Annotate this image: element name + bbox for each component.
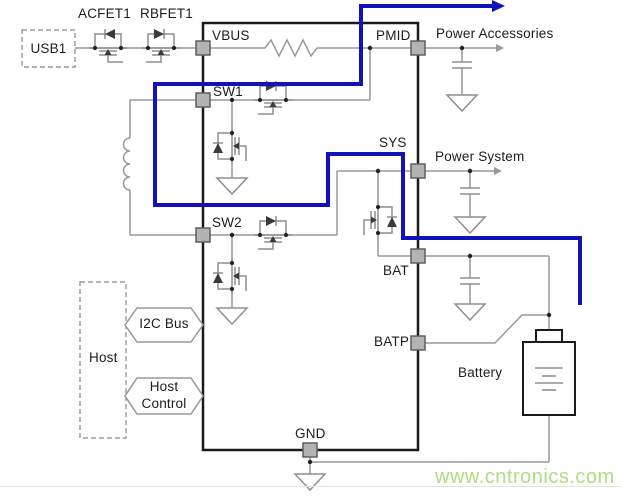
pin-label-sw1: SW1 bbox=[213, 84, 243, 99]
label-usb1: USB1 bbox=[30, 40, 67, 56]
q2-lowside-mosfet-icon bbox=[212, 126, 247, 166]
pin-label-pmid: PMID bbox=[376, 28, 411, 43]
ic-pins bbox=[195, 40, 426, 458]
label-i2c-bus: I2C Bus bbox=[139, 316, 189, 331]
power-path-arrow bbox=[492, 0, 505, 12]
inductor-icon bbox=[122, 137, 131, 191]
pin-sys bbox=[410, 163, 426, 179]
watermark-text: www.cntronics.com bbox=[435, 466, 615, 488]
pin-label-bat: BAT bbox=[383, 263, 409, 278]
pin-sw2 bbox=[195, 227, 211, 243]
ground-icon-pmid bbox=[446, 94, 478, 112]
battery-symbol bbox=[522, 329, 576, 416]
label-acfet1: ACFET1 bbox=[78, 6, 131, 21]
usb1-box bbox=[21, 29, 76, 68]
ground-icon-q2 bbox=[216, 177, 248, 195]
hexagon-host-control bbox=[124, 377, 204, 415]
bat-capacitor-icon bbox=[459, 277, 481, 285]
ground-icon-bat bbox=[454, 303, 486, 321]
q4-lowside-mosfet-icon bbox=[212, 256, 247, 296]
batfet-mosfet-icon bbox=[363, 200, 398, 240]
pin-vbus bbox=[195, 40, 211, 56]
sys-capacitor-icon bbox=[459, 187, 481, 195]
label-host-control-line1: Host bbox=[149, 379, 179, 394]
pin-sw1 bbox=[195, 92, 211, 108]
label-host-control-line2: Control bbox=[141, 395, 187, 411]
ground-icon-gnd bbox=[294, 473, 326, 491]
pin-label-gnd: GND bbox=[295, 426, 326, 441]
label-battery: Battery bbox=[458, 365, 503, 380]
accessories-arrow bbox=[496, 44, 504, 52]
label-power-system: Power System bbox=[435, 149, 525, 164]
label-host: Host bbox=[89, 350, 118, 365]
junction-dots bbox=[229, 45, 552, 465]
label-rbfet1: RBFET1 bbox=[140, 6, 193, 21]
pin-gnd bbox=[302, 442, 318, 458]
hexagon-i2c-bus bbox=[124, 307, 204, 343]
pin-bat bbox=[410, 248, 426, 264]
ground-icon-sys bbox=[454, 216, 486, 234]
pin-pmid bbox=[410, 40, 426, 56]
resistor-icon bbox=[264, 38, 318, 58]
ground-icon-q4 bbox=[216, 307, 248, 325]
divider-line bbox=[0, 486, 621, 487]
pin-label-vbus: VBUS bbox=[212, 28, 250, 43]
pin-label-sw2: SW2 bbox=[212, 215, 242, 230]
q3-highside-mosfet-icon bbox=[253, 215, 293, 250]
system-arrow bbox=[494, 167, 502, 175]
label-power-accessories: Power Accessories bbox=[436, 26, 554, 41]
acfet1-mosfet-icon bbox=[88, 28, 128, 63]
label-host-control: Host Control bbox=[125, 379, 203, 412]
pin-batp bbox=[410, 335, 426, 351]
pin-label-batp: BATP bbox=[374, 334, 410, 349]
power-path-line bbox=[153, 4, 582, 305]
rbfet1-mosfet-icon bbox=[141, 28, 181, 63]
host-box bbox=[79, 281, 127, 439]
pmid-capacitor-icon bbox=[451, 61, 473, 69]
pin-label-sys: SYS bbox=[379, 135, 407, 150]
